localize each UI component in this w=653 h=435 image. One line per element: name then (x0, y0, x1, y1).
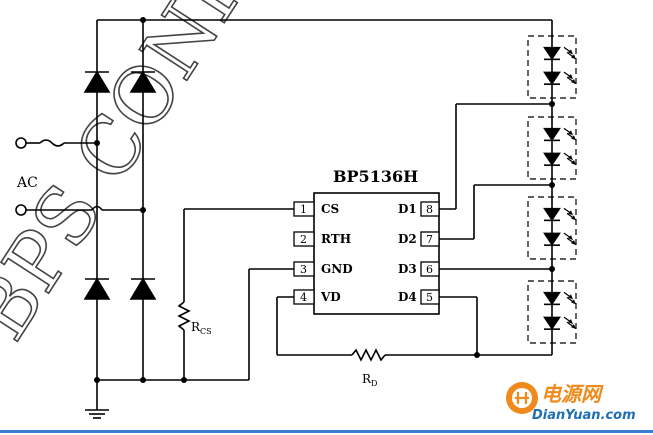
pin-label: RTH (321, 232, 351, 246)
led-segment-box (527, 280, 577, 344)
led-segment-box (527, 196, 577, 260)
ic-bp5136h: BP5136H 1 CS 2 RTH 3 GND 4 VD D1 8 D2 7 … (293, 167, 440, 315)
light-arrow-head-icon (568, 74, 573, 80)
rcs-label-sub: CS (200, 327, 212, 336)
light-arrow-head-icon (571, 135, 576, 141)
led-triangle (543, 316, 561, 331)
led-triangle (543, 127, 561, 142)
led-segment-box (527, 35, 577, 99)
dianyuan-logo: 电源网 DianYuan.com (506, 382, 636, 423)
light-arrow-head-icon (571, 54, 576, 60)
light-arrow-head-icon (568, 49, 573, 55)
led-triangle (543, 232, 561, 247)
diode-bottom-right (129, 277, 157, 300)
ic-pin-boxes (293, 201, 440, 305)
pin-label: VD (320, 290, 341, 304)
logo-en: DianYuan.com (532, 408, 636, 423)
light-arrow-head-icon (568, 294, 573, 300)
led (543, 71, 576, 86)
led (543, 232, 576, 247)
led-segment (527, 280, 577, 344)
pin-number: 4 (300, 291, 307, 304)
rcs-label-main: R (191, 320, 201, 334)
led-triangle (543, 152, 561, 167)
rd-label-main: R (362, 372, 372, 386)
light-arrow-head-icon (571, 324, 576, 330)
pin-label: CS (321, 202, 339, 216)
led (543, 316, 576, 331)
junction-dots (94, 17, 555, 383)
ac-terminal-lower (15, 204, 27, 216)
light-arrow-head-icon (571, 299, 576, 305)
led (543, 46, 576, 61)
led (543, 291, 576, 306)
diode-top-left (83, 70, 111, 93)
led-triangle (543, 291, 561, 306)
pin-label: D4 (398, 290, 417, 304)
led-string (527, 35, 577, 344)
rd-label: RD (362, 372, 377, 388)
pin-number: 3 (300, 263, 307, 276)
logo-cn: 电源网 (541, 382, 604, 406)
light-arrow-head-icon (571, 215, 576, 221)
led-segment (527, 116, 577, 180)
ac-terminals: AC (15, 137, 38, 216)
pin-number: 6 (426, 263, 433, 276)
pin-label: D1 (398, 202, 417, 216)
light-arrow-head-icon (571, 79, 576, 85)
led-triangle (543, 46, 561, 61)
light-arrow-head-icon (568, 319, 573, 325)
ic-body (313, 192, 440, 315)
pin-label: D2 (398, 232, 417, 246)
led-triangle (543, 207, 561, 222)
diode-top-right (129, 70, 157, 93)
pin-number: 8 (426, 203, 433, 216)
led (543, 207, 576, 222)
light-arrow-head-icon (571, 240, 576, 246)
rd-label-sub: D (371, 379, 377, 388)
light-arrow-head-icon (568, 155, 573, 161)
pin-label: D3 (398, 262, 417, 276)
light-arrow-head-icon (568, 235, 573, 241)
pin-label: GND (321, 262, 353, 276)
rcs-label: RCS (191, 320, 212, 336)
led (543, 127, 576, 142)
bottom-rule (0, 430, 653, 433)
led-segment-box (527, 116, 577, 180)
bridge-rectifier (83, 70, 157, 300)
light-arrow-head-icon (571, 160, 576, 166)
diode-bottom-left (83, 277, 111, 300)
pin-number: 2 (300, 233, 307, 246)
ic-name: BP5136H (333, 167, 418, 186)
light-arrow-head-icon (568, 210, 573, 216)
pin-number: 1 (300, 203, 307, 216)
pin-number: 5 (426, 291, 433, 304)
light-arrow-head-icon (568, 130, 573, 136)
pin-number: 7 (426, 233, 433, 246)
led-segment (527, 196, 577, 260)
led-segment (527, 35, 577, 99)
ac-terminal-upper (15, 137, 27, 149)
led-triangle (543, 71, 561, 86)
ac-label: AC (16, 175, 38, 191)
led (543, 152, 576, 167)
